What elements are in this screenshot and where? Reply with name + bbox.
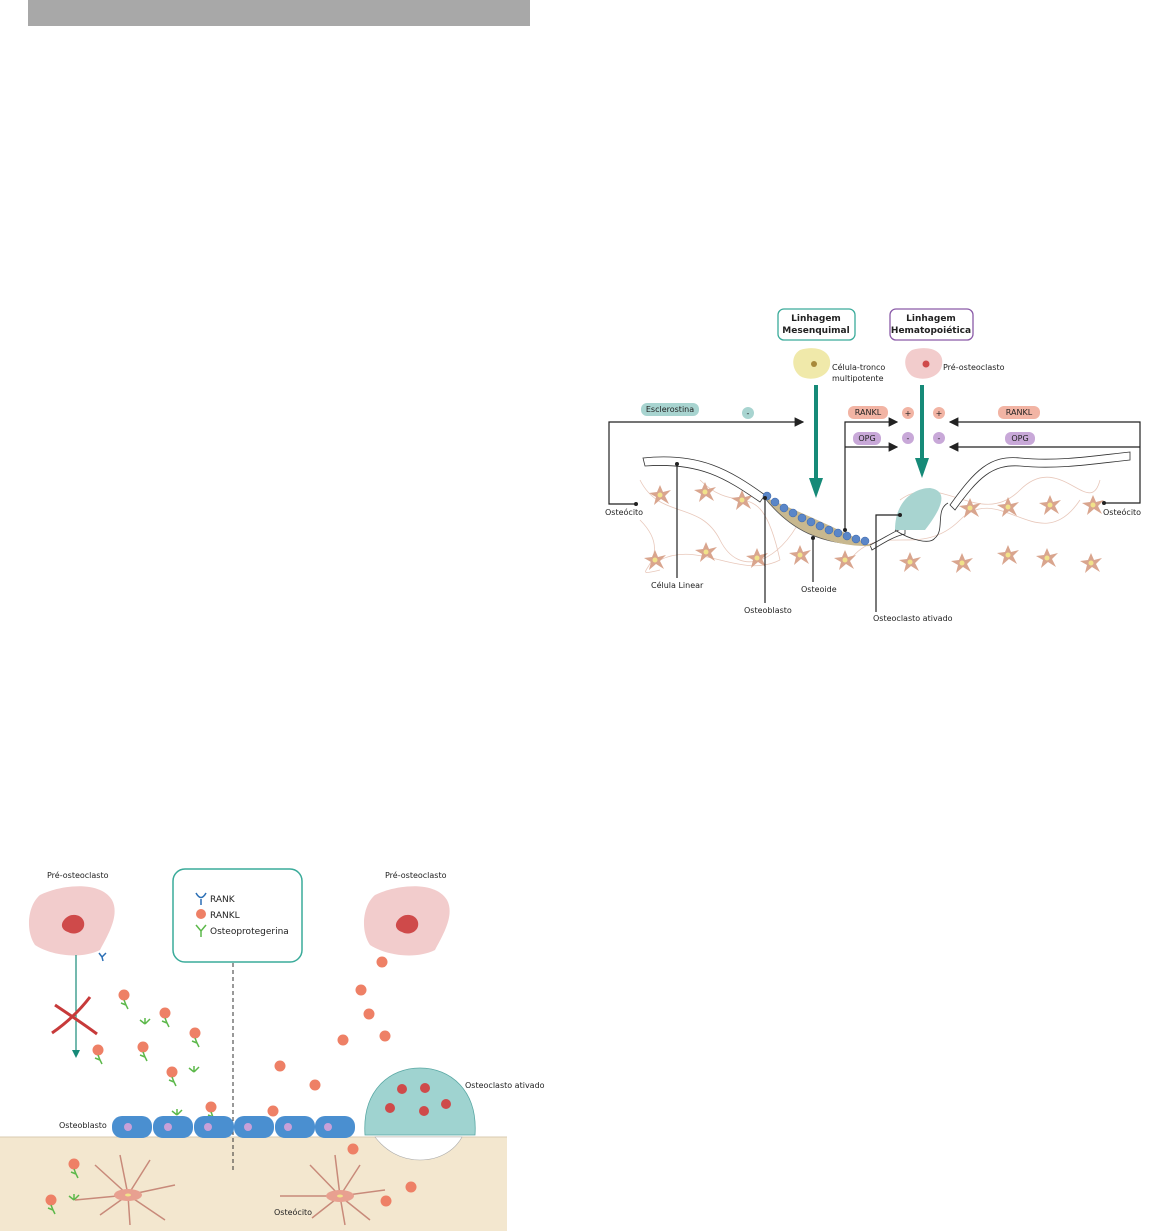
legend-opg: Osteoprotegerina (210, 927, 289, 937)
osteocyte-cells (74, 1154, 386, 1226)
free-rankl (267, 956, 417, 1207)
legend-rank: RANK (210, 895, 236, 905)
stem-cell-label-1: Célula-tronco (832, 362, 885, 372)
activated-osteoclast-label: Osteoclasto ativado (873, 614, 953, 623)
plus-left: + (905, 409, 912, 418)
plus-right: + (936, 409, 943, 418)
activated-osteoclast-bottom (364, 1067, 476, 1136)
mesenchymal-label-1: Linhagem (791, 314, 841, 324)
minus-left: - (907, 434, 910, 443)
rankl-left-label: RANKL (855, 408, 882, 417)
rank-icon (195, 892, 207, 905)
hematopoietic-label-1: Linhagem (906, 314, 956, 324)
legend-rankl: RANKL (210, 911, 240, 921)
rankl-icon (196, 909, 206, 919)
opg-icon (195, 924, 207, 937)
sclerostin-label: Esclerostina (646, 405, 694, 414)
sclerostin-pill (641, 403, 699, 416)
osteoid-label: Osteoide (801, 585, 837, 594)
osteocyte-network (639, 476, 1101, 573)
mesenchymal-label-2: Mesenquimal (782, 326, 849, 336)
mesenchymal-lineage-box (777, 308, 856, 341)
pre-osteoclast-label: Pré-osteoclasto (943, 362, 1005, 372)
pre-osteoclast-left-label: Pré-osteoclasto (47, 870, 109, 880)
hematopoietic-label-2: Hematopoiética (891, 325, 971, 336)
opg-right-label: OPG (1011, 434, 1028, 443)
osteocytes (644, 482, 1104, 573)
rank-rankl-opg-diagram: Pré-osteoclasto RANK RANKL Osteoproteger… (0, 868, 545, 1231)
legend-box (172, 868, 303, 963)
header-bar (28, 0, 530, 26)
osteoblast-row (762, 491, 870, 546)
bone-surface-lining-cells (642, 456, 766, 503)
pre-osteoclast-right-label: Pré-osteoclasto (385, 870, 447, 880)
osteoblast-cells (112, 1116, 355, 1138)
osteoblast-bottom-label: Osteoblasto (59, 1121, 107, 1130)
opg-left-label: OPG (858, 434, 875, 443)
osteocyte-bottom-label: Osteócito (274, 1207, 312, 1217)
differentiation-arrows (809, 385, 929, 498)
rankl-right-label: RANKL (1006, 408, 1033, 417)
activated-osteoclast-cell (895, 488, 942, 530)
osteocyte-left-label: Osteócito (605, 507, 643, 517)
blocked-x-icon (51, 996, 98, 1036)
stem-cell-label-2: multipotente (832, 374, 884, 383)
hematopoietic-lineage-box (889, 308, 974, 341)
sclerostin-minus: - (747, 409, 750, 418)
sclerostin-arrow (608, 417, 805, 505)
osteoblast-label: Osteoblasto (744, 606, 792, 615)
activated-osteoclast-bottom-label: Osteoclasto ativado (465, 1081, 545, 1090)
remodeling-diagram: Linhagem Mesenquimal Linhagem Hematopoié… (605, 308, 1141, 623)
osteocyte-right-label: Osteócito (1103, 507, 1141, 517)
minus-right: - (938, 434, 941, 443)
lining-cell-label: Célula Linear (651, 580, 704, 590)
